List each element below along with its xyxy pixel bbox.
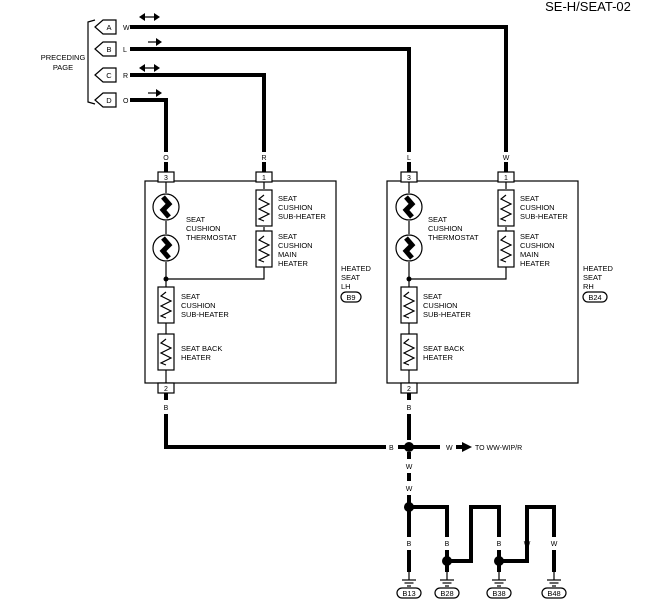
ground-b28-id: B28 <box>440 589 453 598</box>
rh-pin-1-label: 1 <box>504 175 508 182</box>
heated-seat-rh: 3 1 2 SEAT CUSHION THERMOSTAT SEAT CUSHI… <box>386 171 579 394</box>
rh-thermostat-label: SEAT CUSHION THERMOSTAT <box>428 215 479 242</box>
lh-thermostat-label: SEAT CUSHION THERMOSTAT <box>186 215 237 242</box>
rh-wire-top-left: L <box>407 155 411 162</box>
ground-b48-icon <box>546 571 562 587</box>
ground-b38-wire: B <box>497 541 502 548</box>
ground-b13-badge <box>396 587 422 599</box>
rh-wire-top-right: W <box>503 155 510 162</box>
preceding-page-label-1: PRECEDING <box>41 53 86 62</box>
ground-b28-icon <box>439 571 455 587</box>
arrow-c-bidirectional <box>139 64 160 72</box>
rh-cushion-main-heater-label: SEAT CUSHION MAIN HEATER <box>520 232 557 268</box>
ground-b13-icon <box>401 571 417 587</box>
ground-b13-wire: B <box>407 541 412 548</box>
drop-wire-2: W <box>406 486 413 493</box>
connector-a-color: W <box>123 25 130 32</box>
connector-d-color: O <box>123 98 129 105</box>
ground-b48-id: B48 <box>547 589 560 598</box>
lh-connector-id: B9 <box>346 293 355 302</box>
wire-r <box>130 73 266 152</box>
junction-wire-left: B <box>389 445 394 452</box>
ground-b38-id: B38 <box>492 589 505 598</box>
connector-a-letter: A <box>106 23 111 32</box>
ground-node-b38 <box>494 556 504 566</box>
connector-d[interactable]: D O <box>94 92 129 108</box>
lh-connector-badge <box>340 291 362 303</box>
connector-b-letter: B <box>106 45 111 54</box>
arrow-d-right <box>148 89 162 97</box>
lh-pin-1-label: 1 <box>262 175 266 182</box>
rh-pin-2-label: 2 <box>407 386 411 393</box>
rh-connector-id: B24 <box>588 293 601 302</box>
ground-node-b28 <box>442 556 452 566</box>
junction-wire-right: W <box>446 445 453 452</box>
drop-wire-1: W <box>406 464 413 471</box>
connector-d-letter: D <box>106 96 112 105</box>
connector-a[interactable]: A W <box>94 19 130 35</box>
preceding-page-block: PRECEDING PAGE A W B L C R D O <box>41 13 162 108</box>
rh-cushion-sub-heater-right-label: SEAT CUSHION SUB-HEATER <box>520 194 568 221</box>
connector-b[interactable]: B L <box>94 41 127 57</box>
rh-wire-bottom: B <box>407 405 412 412</box>
to-ww-wip-label[interactable]: TO WW-WIP/R <box>475 445 522 452</box>
connector-c[interactable]: C R <box>94 67 128 83</box>
wire-w <box>130 25 508 152</box>
wire-o <box>130 98 168 152</box>
rh-heading: HEATED SEAT RH <box>583 264 615 291</box>
ground-b38-icon <box>491 571 507 587</box>
wire-l <box>130 47 411 152</box>
diagram-title: SE-H/SEAT-02 <box>545 0 631 14</box>
lh-wire-bottom: B <box>164 405 169 412</box>
ground-b48-wire-left: W <box>524 541 531 548</box>
rh-cushion-sub-heater-label: SEAT CUSHION SUB-HEATER <box>423 292 471 319</box>
rh-pin-3-label: 3 <box>407 175 411 182</box>
connector-c-letter: C <box>106 71 112 80</box>
lh-wire-top-left: O <box>163 155 169 162</box>
lh-heading: HEATED SEAT LH <box>341 264 373 291</box>
lh-cushion-main-heater-label: SEAT CUSHION MAIN HEATER <box>278 232 315 268</box>
preceding-page-label-2: PAGE <box>53 63 73 72</box>
rh-connector-badge <box>582 291 608 303</box>
ground-b48-badge <box>541 587 567 599</box>
connector-c-color: R <box>123 73 128 80</box>
ground-b38-badge <box>486 587 512 599</box>
arrow-a-bidirectional <box>139 13 160 21</box>
lh-back-heater-label: SEAT BACK HEATER <box>181 344 225 362</box>
ground-b28-wire: B <box>445 541 450 548</box>
ground-b28-badge <box>434 587 460 599</box>
lh-wire-top-right: R <box>261 155 266 162</box>
to-arrow-icon <box>462 442 472 452</box>
connector-b-color: L <box>123 47 127 54</box>
lh-cushion-sub-heater-label: SEAT CUSHION SUB-HEATER <box>181 292 229 319</box>
arrow-b-right <box>148 38 162 46</box>
ground-b13-id: B13 <box>402 589 415 598</box>
rh-back-heater-label: SEAT BACK HEATER <box>423 344 467 362</box>
lh-cushion-sub-heater-right-label: SEAT CUSHION SUB-HEATER <box>278 194 326 221</box>
heated-seat-lh: 3 1 2 SEAT CUSHION THERMOSTAT SEAT CUSHI… <box>144 171 337 394</box>
lh-pin-2-label: 2 <box>164 386 168 393</box>
lh-pin-3-label: 3 <box>164 175 168 182</box>
ground-b48-wire-right: W <box>551 541 558 548</box>
